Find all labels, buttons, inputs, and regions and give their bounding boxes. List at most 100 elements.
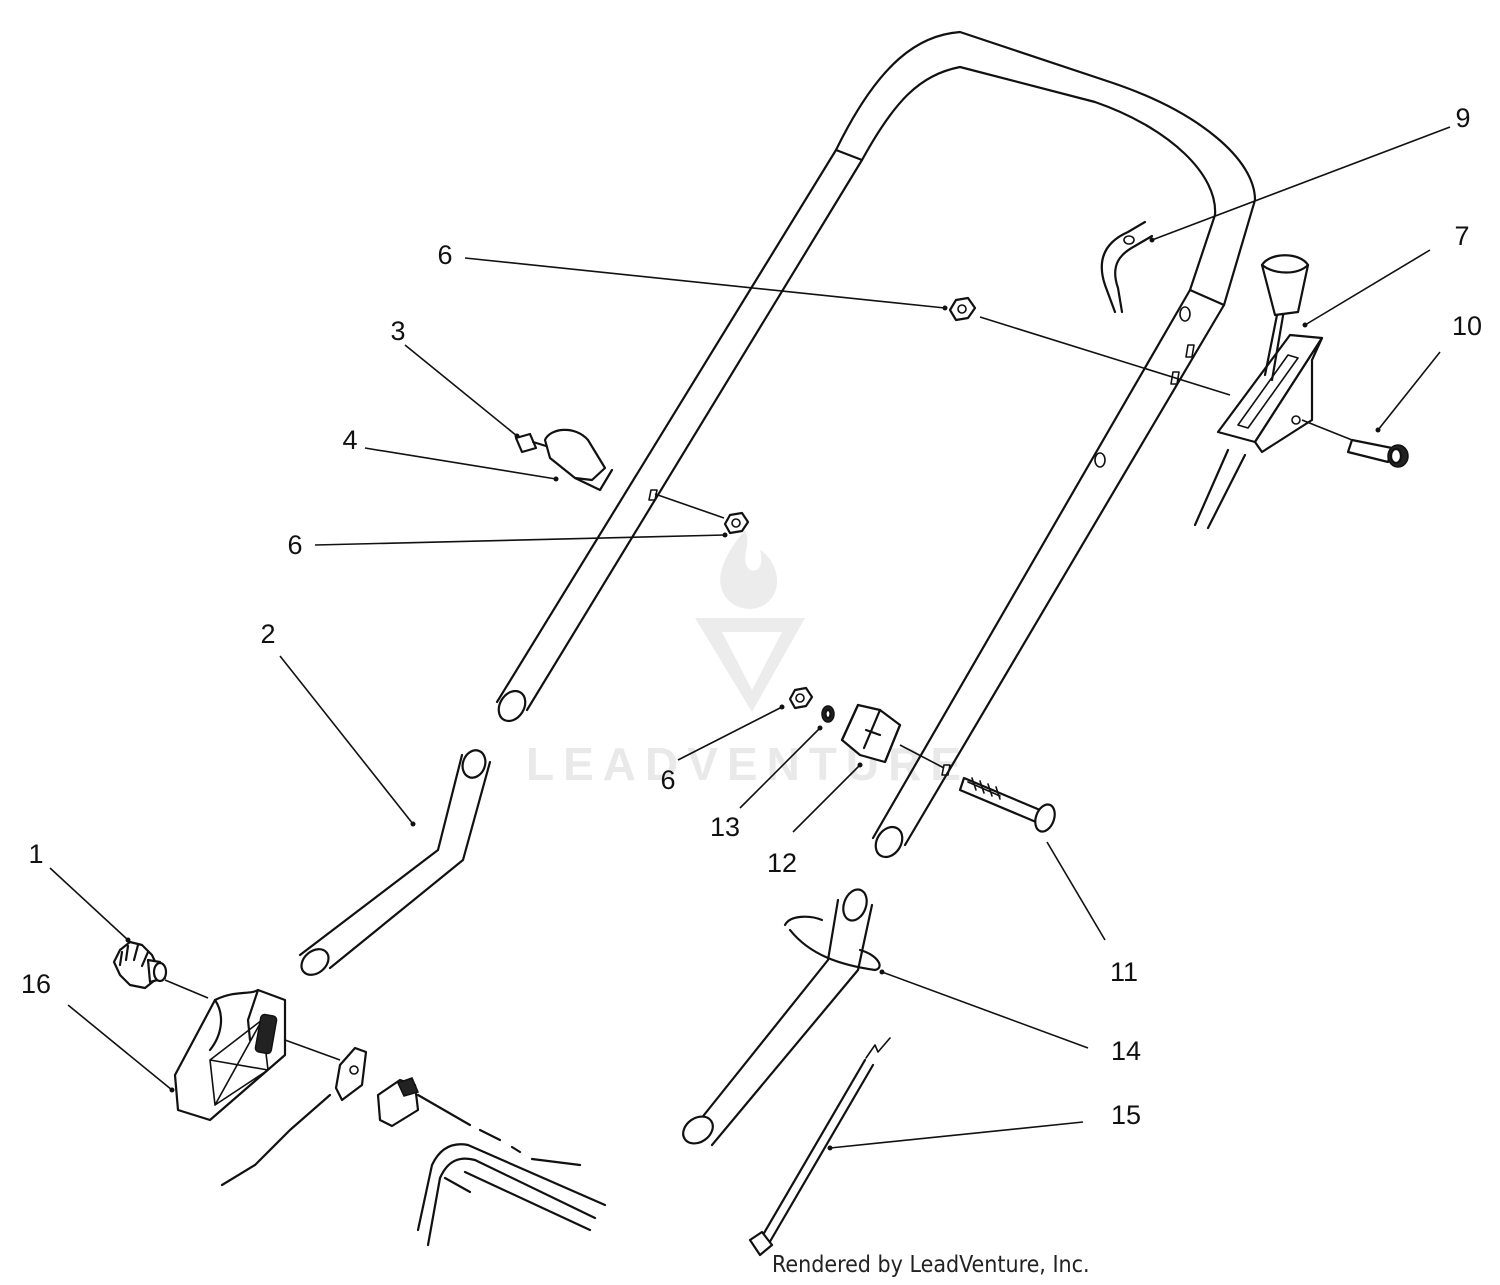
leader-3	[404, 344, 518, 437]
part-10-bolt	[1346, 438, 1409, 468]
cable-line	[416, 1093, 472, 1127]
throttle-knob-top	[1260, 263, 1310, 274]
callout-9: 9	[1455, 103, 1470, 133]
callout-6-upper: 6	[437, 240, 452, 270]
deck-frame-outer	[416, 1143, 607, 1232]
leader-14	[881, 971, 1089, 1049]
callout-12: 12	[767, 848, 797, 878]
upper-handle-outer-edge	[495, 30, 1257, 847]
upper-handle-right-end	[874, 825, 904, 859]
part-14-hairpin-clip	[783, 915, 881, 972]
leader-6a-ext	[979, 316, 1231, 396]
deck-bracket-plate	[334, 1046, 368, 1102]
handle-hole	[1094, 452, 1106, 468]
cable-line-dashed	[478, 1128, 582, 1167]
callout-6-lower: 6	[660, 765, 675, 795]
leader-15	[829, 1121, 1084, 1149]
part-12-spacer-block	[840, 703, 902, 764]
callout-15: 15	[1111, 1100, 1141, 1130]
lower-handle-right-bottom-end	[682, 1115, 714, 1145]
lower-handle-right-top-end	[842, 888, 868, 922]
lower-handle-left-edge-a	[298, 753, 464, 957]
throttle-bracket-side	[1253, 336, 1324, 454]
callout-10: 10	[1452, 311, 1482, 341]
callout-6-middle: 6	[287, 530, 302, 560]
v-logo-icon	[695, 618, 805, 712]
cable-clip-body	[1100, 220, 1147, 314]
leader-1-ext	[164, 979, 209, 999]
part-1-knob	[112, 940, 168, 990]
leader-6a	[464, 257, 946, 309]
deck-bracket-hole	[349, 1065, 359, 1075]
part-lower-handle-right	[682, 888, 874, 1147]
flame-logo-icon	[720, 530, 778, 609]
part-11-carriage-bolt	[958, 776, 1056, 833]
leadventure-watermark: LEADVENTURE	[526, 530, 970, 790]
leader-12	[792, 764, 861, 833]
leader-16	[67, 1004, 173, 1091]
upper-handle-grip-line-left	[834, 148, 864, 162]
bracket-4-body	[543, 428, 607, 482]
hex-nut-6-middle	[723, 511, 750, 535]
throttle-bolt-hole	[1291, 415, 1301, 425]
upper-handle-left-end	[497, 689, 527, 723]
leader-6b-ext	[654, 493, 725, 519]
part-13-washer	[821, 705, 835, 723]
upper-handle	[495, 30, 1257, 859]
part-16-handle-bracket	[173, 988, 287, 1122]
callout-13: 13	[710, 812, 740, 842]
leader-10-ext	[1301, 419, 1353, 441]
bracket-4-tab	[573, 468, 614, 492]
part-2-lower-handle-left	[298, 749, 492, 976]
leader-12-ext	[899, 744, 945, 769]
leader-16-ext	[284, 1039, 341, 1061]
lower-handle-right-edge-b	[710, 903, 874, 1147]
leader-11	[1046, 841, 1106, 941]
cable-clamp-top	[396, 1077, 420, 1097]
deck-edge-line	[220, 1093, 332, 1187]
leader-2	[279, 655, 414, 825]
callout-1: 1	[28, 839, 43, 869]
callout-14: 14	[1111, 1036, 1141, 1066]
bolt-3-head	[514, 432, 538, 454]
throttle-knob	[1260, 254, 1310, 317]
part-3-4-bracket	[514, 428, 614, 492]
deck-frame-detail	[443, 1170, 592, 1232]
handle-hole-lower	[941, 764, 951, 776]
throttle-lever-stem	[1263, 308, 1286, 382]
callout-2: 2	[260, 619, 275, 649]
handle-slot	[1185, 344, 1195, 358]
part-9-cable-clip	[1100, 220, 1154, 314]
leader-7	[1304, 249, 1431, 326]
part-15-control-rod	[748, 1037, 891, 1257]
cable-clip-hole	[1123, 235, 1135, 245]
lower-handle-right-edge-a	[698, 898, 840, 1122]
upper-handle-inner-edge	[525, 65, 1217, 840]
callout-3: 3	[390, 316, 405, 346]
callout-labels: 9 7 10 6 3 4 6 2 6 13 12 11 1 16 14 15	[21, 103, 1482, 1130]
handle-slot	[1170, 371, 1180, 385]
bolt-10-shank	[1346, 438, 1394, 464]
hex-nut-6-upper	[948, 296, 977, 322]
leader-dots	[125, 237, 1381, 1151]
watermark-text: LEADVENTURE	[526, 738, 970, 790]
handle-hole-left	[648, 489, 658, 501]
leader-4	[364, 447, 557, 480]
lower-handle-left-bottom-end	[300, 948, 330, 976]
lower-handle-left-edge-b	[328, 760, 492, 970]
leader-9	[1151, 126, 1451, 241]
deck-frame-inner	[426, 1157, 597, 1247]
callout-4: 4	[342, 425, 357, 455]
callout-7: 7	[1454, 221, 1469, 251]
leader-10	[1377, 351, 1441, 431]
throttle-cable	[1193, 448, 1247, 530]
handle-hole	[1179, 306, 1191, 322]
bolt-10-head-face	[1389, 447, 1403, 465]
cable-clip-body-inner	[1114, 234, 1154, 314]
upper-handle-grip-line-right	[1188, 288, 1226, 307]
leader-1	[49, 867, 129, 941]
lower-deck-hardware	[220, 1046, 607, 1247]
part-7-throttle-control	[1193, 254, 1324, 530]
bolt-3-shank	[531, 440, 548, 448]
